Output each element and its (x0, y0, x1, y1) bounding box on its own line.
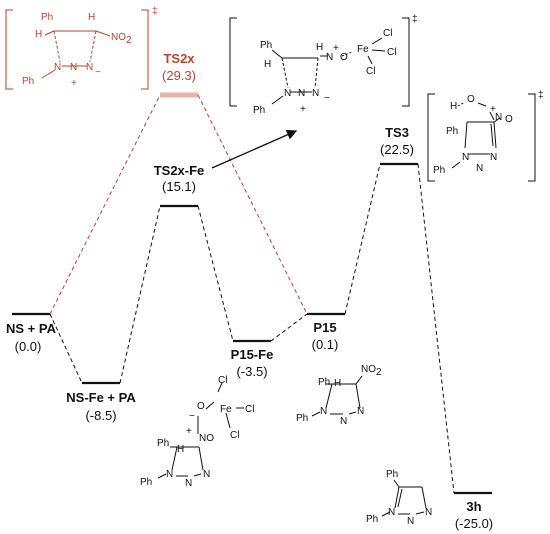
energy-levels (12, 162, 492, 495)
energy-ts2x: (29.3) (162, 68, 196, 83)
svg-text:N: N (284, 88, 291, 99)
svg-text:+: + (300, 104, 306, 115)
svg-text:Cl: Cl (366, 66, 375, 77)
svg-text:NO: NO (111, 32, 126, 43)
energy-p15: (0.1) (312, 337, 339, 352)
energy-ns-pa: (0.0) (15, 339, 42, 354)
label-ts2x-fe: TS2x-Fe (154, 163, 205, 178)
svg-text:N: N (425, 507, 432, 518)
svg-text:‡: ‡ (538, 90, 544, 101)
svg-text:N: N (298, 88, 305, 99)
svg-text:Ph: Ph (253, 105, 265, 116)
svg-text:N: N (185, 478, 192, 489)
svg-text:‡: ‡ (152, 6, 158, 17)
svg-text:2: 2 (376, 367, 382, 378)
svg-text:Ph: Ph (446, 126, 458, 137)
svg-text:N: N (86, 62, 93, 73)
svg-text:O: O (197, 401, 205, 412)
svg-text:H: H (450, 101, 457, 112)
svg-text:Ph: Ph (41, 12, 53, 23)
pathway-uncatalyzed (49, 94, 308, 315)
svg-text:+: + (333, 43, 339, 54)
svg-text:N: N (407, 516, 414, 527)
svg-text:Ph: Ph (433, 165, 445, 176)
svg-text:O: O (467, 94, 475, 105)
svg-text:Ph: Ph (386, 469, 398, 480)
svg-text:Ph: Ph (296, 413, 308, 424)
label-p15: P15 (313, 320, 336, 335)
svg-text:Ph: Ph (366, 514, 378, 525)
svg-text:Fe: Fe (220, 404, 232, 415)
svg-text:Ph: Ph (157, 438, 169, 449)
svg-text:N: N (357, 406, 364, 417)
svg-text:N: N (490, 152, 497, 163)
label-nsfe-pa: NS-Fe + PA (66, 390, 136, 405)
svg-text:Cl: Cl (383, 28, 392, 39)
svg-text:H: H (177, 444, 184, 455)
energy-ts2x-fe: (15.1) (162, 179, 196, 194)
svg-text:H: H (264, 59, 271, 70)
svg-text:Cl: Cl (218, 375, 227, 386)
svg-text:Cl: Cl (387, 47, 396, 58)
svg-text:N: N (166, 469, 173, 480)
svg-text:Ph: Ph (318, 377, 330, 388)
svg-text:NO: NO (199, 433, 214, 444)
structure-p15-fe: Cl O Fe Cl Cl − + NO Ph H N N N Ph (140, 375, 254, 489)
structure-3h: Ph N N N Ph (366, 469, 432, 527)
energy-p15-fe: (-3.5) (236, 364, 267, 379)
arrow-to-ts2x-fe-structure (211, 129, 298, 169)
svg-text:‡: ‡ (412, 14, 418, 25)
svg-text:N: N (388, 507, 395, 518)
svg-text:Ph: Ph (260, 40, 272, 51)
svg-text:Cl: Cl (245, 404, 254, 415)
label-ts3: TS3 (385, 125, 409, 140)
svg-text:−: − (189, 411, 195, 422)
label-p15-fe: P15-Fe (231, 347, 274, 362)
svg-text:Ph: Ph (22, 76, 34, 87)
svg-text:NO: NO (361, 364, 376, 375)
svg-text:N: N (54, 62, 61, 73)
structure-ts3: H O N + O Ph N N N Ph ‡ (427, 90, 544, 182)
svg-text:Cl: Cl (230, 430, 239, 441)
pathway-fe (49, 163, 455, 494)
svg-text:N: N (340, 416, 347, 427)
energy-3h: (-25.0) (455, 516, 493, 531)
svg-text:−: − (95, 67, 101, 78)
structure-ts2x-fe: Ph H H N + O Fe Cl Cl Cl N N N − + Ph ‡ (229, 14, 418, 116)
svg-text:N: N (462, 152, 469, 163)
label-3h: 3h (466, 499, 481, 514)
svg-text:−: − (324, 93, 330, 104)
svg-text:N: N (203, 469, 210, 480)
svg-text:N: N (70, 62, 77, 73)
svg-text:N: N (312, 88, 319, 99)
structure-ts2x: Ph H H NO 2 N N N − + Ph ‡ (5, 6, 158, 90)
svg-text:Fe: Fe (357, 44, 369, 55)
svg-text:H: H (334, 378, 341, 389)
svg-text:Ph: Ph (140, 477, 152, 488)
svg-text:+: + (490, 104, 496, 115)
svg-text:N: N (495, 112, 502, 123)
energy-ts3: (22.5) (380, 142, 414, 157)
svg-text:O: O (505, 114, 513, 125)
svg-text:N: N (326, 52, 333, 63)
svg-text:O: O (340, 52, 348, 63)
svg-text:H: H (35, 29, 42, 40)
svg-text:H: H (316, 42, 323, 53)
svg-text:+: + (71, 78, 77, 89)
svg-text:N: N (476, 163, 483, 174)
svg-text:2: 2 (126, 35, 132, 46)
energy-nsfe-pa: (-8.5) (85, 408, 116, 423)
svg-text:N: N (320, 406, 327, 417)
label-ns-pa: NS + PA (6, 321, 57, 336)
label-ts2x: TS2x (163, 51, 195, 66)
structure-p15: Ph H NO 2 N N N Ph (296, 364, 382, 427)
svg-text:+: + (186, 426, 192, 437)
svg-text:H: H (88, 12, 95, 23)
